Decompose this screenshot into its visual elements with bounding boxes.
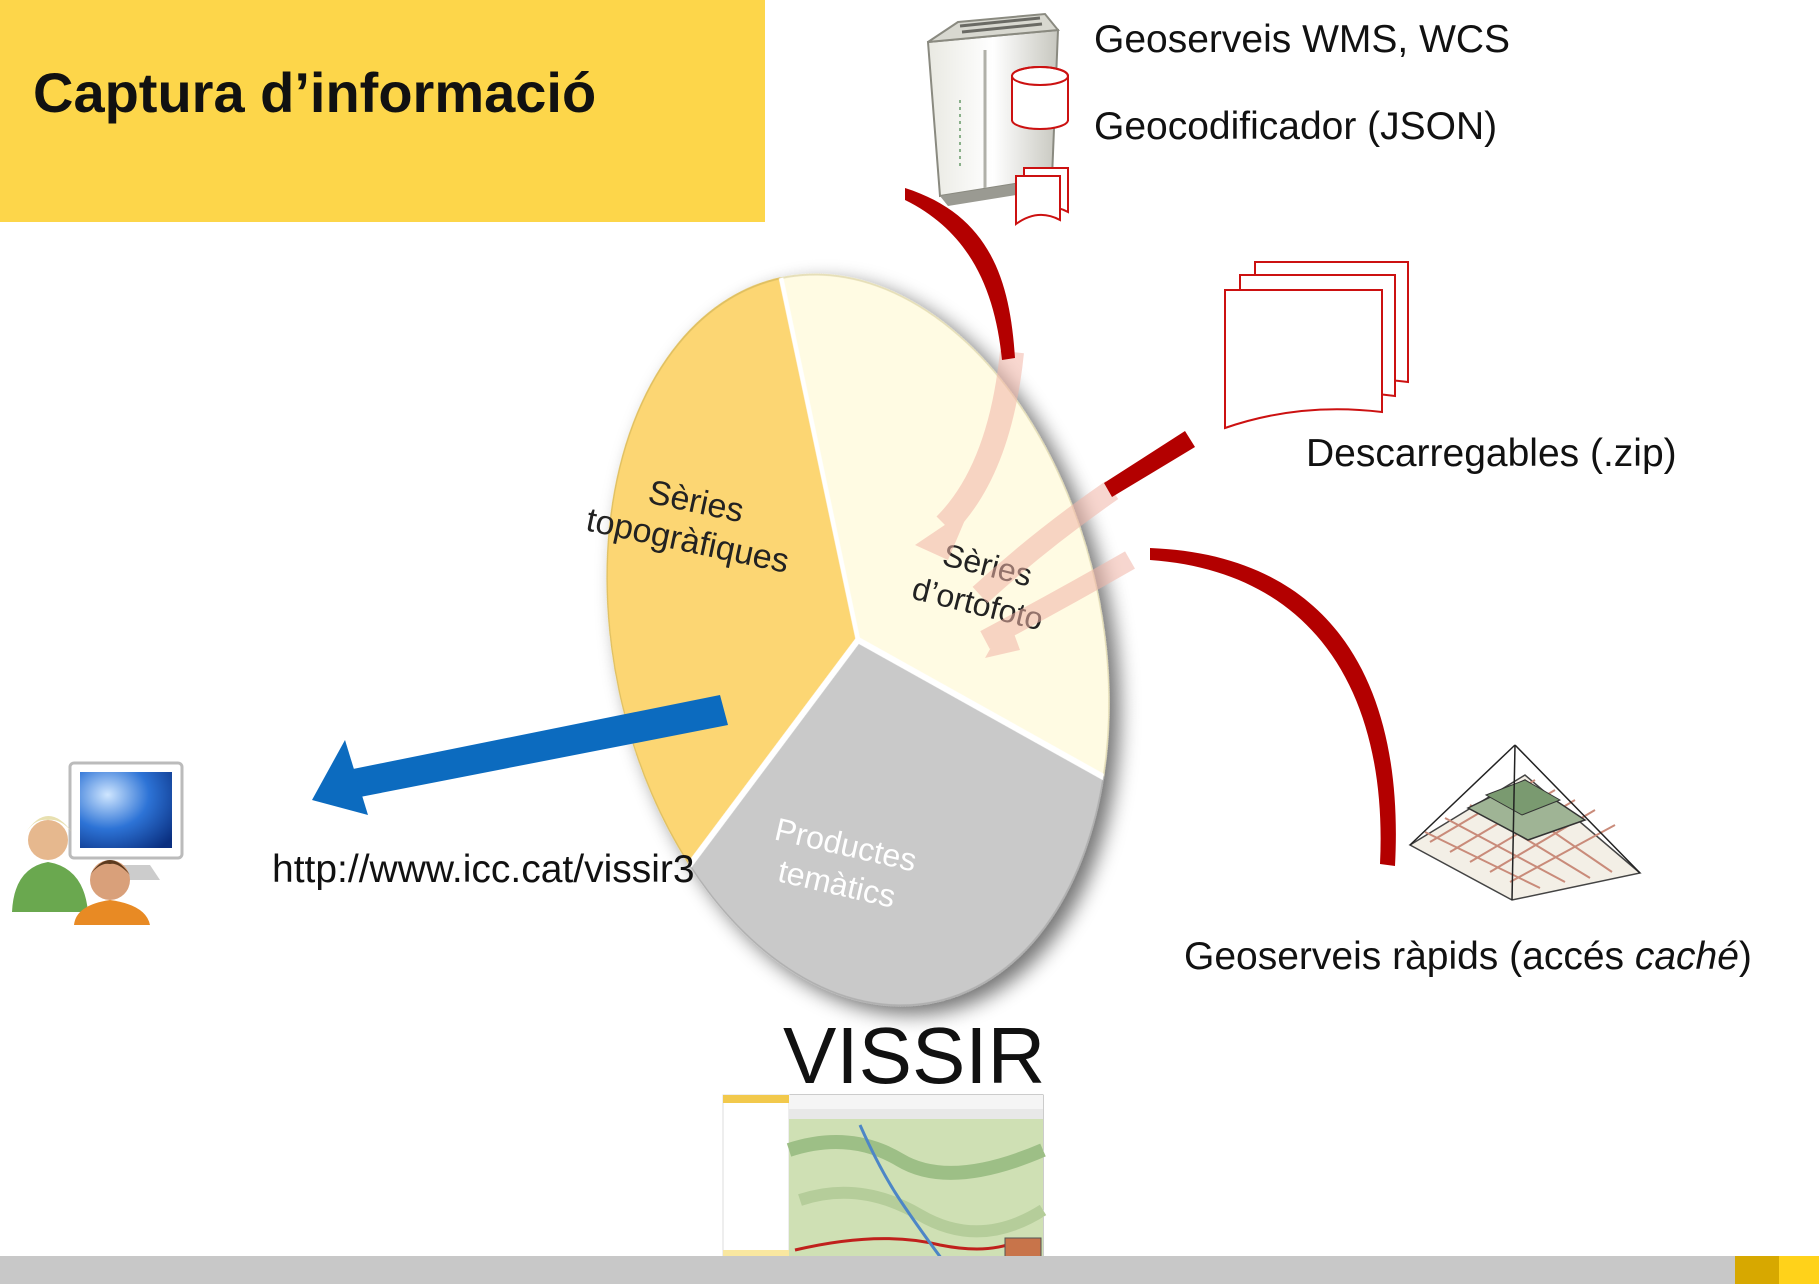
label-url: http://www.icc.cat/vissir3: [272, 848, 695, 891]
footer-square-dark: [1735, 1256, 1779, 1284]
arrow-from-server: [905, 188, 1015, 360]
footer-bar: [0, 1256, 1819, 1284]
title-box: Captura d’informació: [0, 0, 765, 222]
tile-pyramid-icon: [1408, 744, 1642, 901]
arrow-from-downloads: [1104, 431, 1195, 497]
label-rapids-prefix: Geoserveis ràpids (accés: [1184, 935, 1635, 978]
overlay-arrows: [915, 350, 1135, 658]
label-rapids-italic: caché: [1634, 935, 1739, 978]
users-computer-icon: [12, 761, 184, 925]
label-geoserveis-wms: Geoserveis WMS, WCS: [1094, 18, 1511, 61]
label-geocodificador: Geocodificador (JSON): [1094, 105, 1498, 148]
label-geoserveis-rapids: Geoserveis ràpids (accés caché): [1184, 935, 1752, 979]
label-descarregables: Descarregables (.zip): [1306, 432, 1677, 475]
server-icon: [926, 12, 1069, 226]
pie-chart: [606, 273, 1110, 1007]
page-title: Captura d’informació: [33, 61, 597, 124]
label-vissir: VISSIR: [783, 1011, 1046, 1100]
arrow-from-tiles: [1150, 548, 1396, 866]
documents-icon: [1224, 261, 1409, 430]
label-rapids-suffix: ): [1738, 935, 1752, 978]
arrow-to-user: [312, 695, 728, 815]
footer-square-light: [1779, 1256, 1819, 1284]
